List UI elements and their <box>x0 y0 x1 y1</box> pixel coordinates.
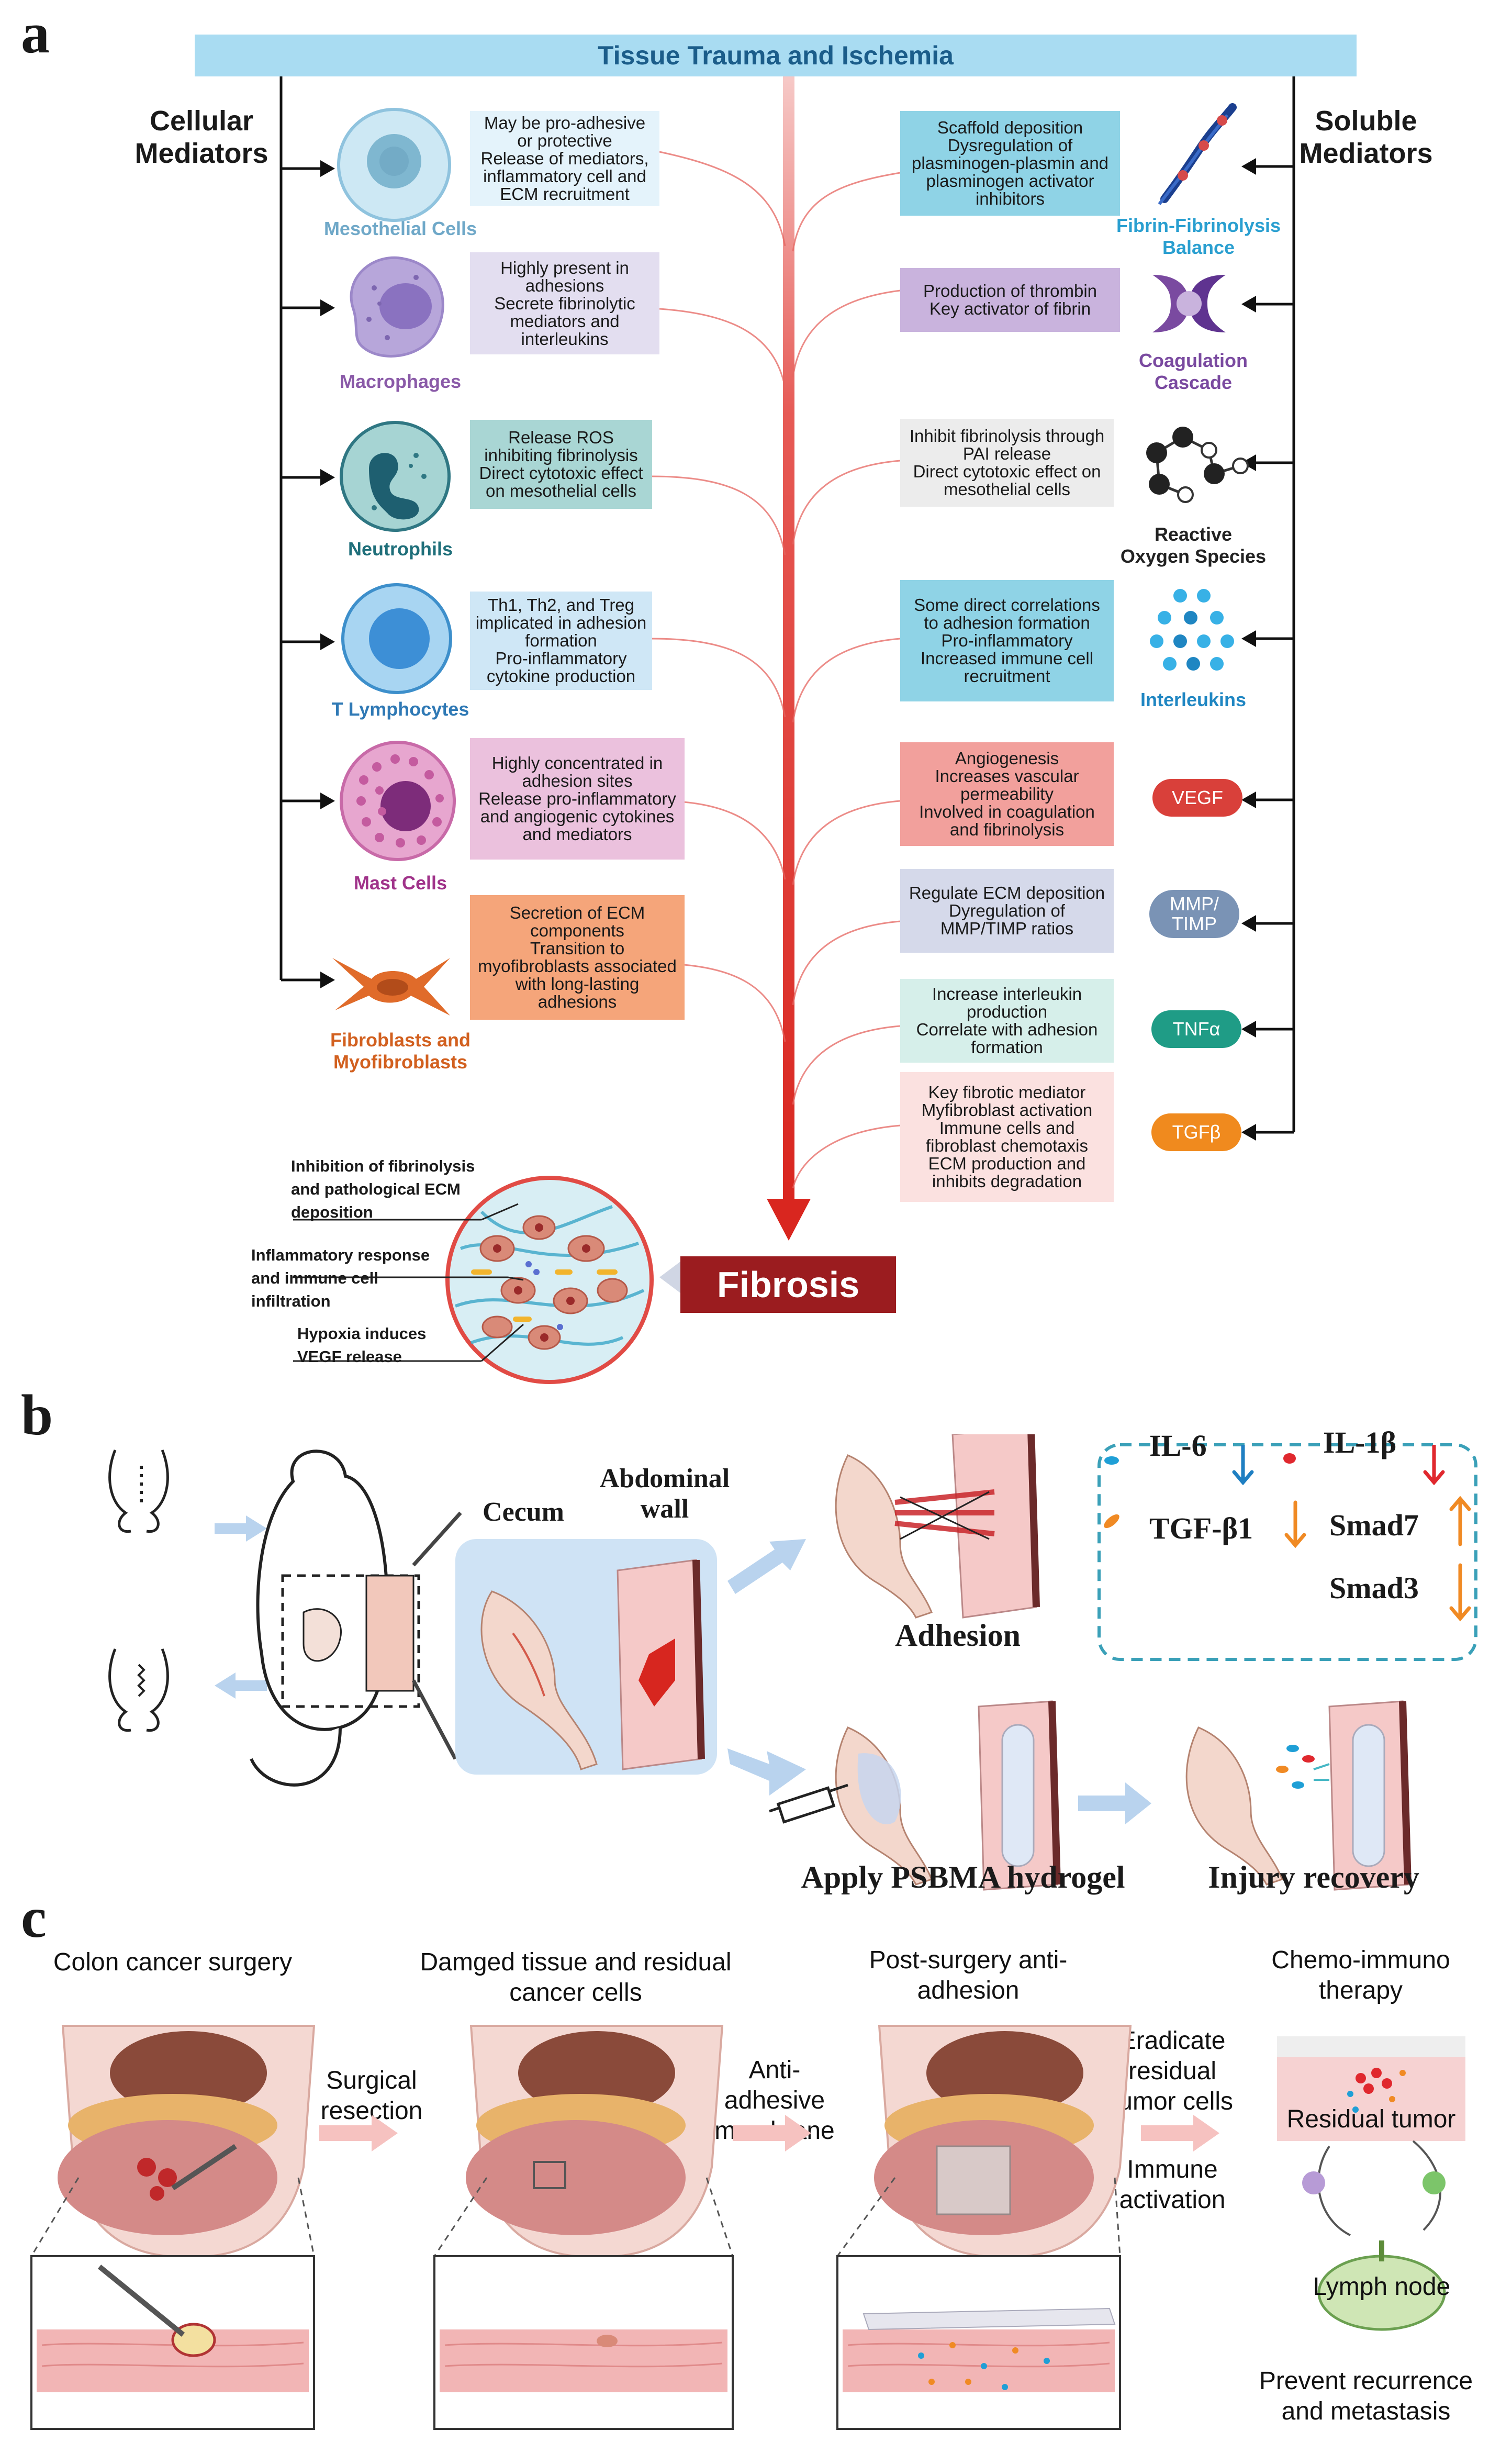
coagulation-desc: Production of thrombin Key activator of … <box>900 268 1120 332</box>
macrophage-icon <box>350 256 444 358</box>
t-lymphocyte-icon <box>341 583 452 694</box>
banner-tissue-trauma: Tissue Trauma and Ischemia <box>195 35 1357 76</box>
panel-c-illustration <box>30 2025 1465 2430</box>
tnfa-pill: TNFα <box>1151 1010 1241 1048</box>
cytokine-markers <box>1104 1445 1471 1622</box>
macrophage-label: Macrophages <box>339 371 462 392</box>
mmp-desc: Regulate ECM deposition Dyregulation of … <box>900 869 1114 953</box>
fibrosis-tissue-inset <box>445 1176 680 1384</box>
neutrophil-icon <box>340 421 451 532</box>
step-3-title: Post-surgery anti- adhesion <box>869 1946 1068 2004</box>
ros-label: Reactive Oxygen Species <box>1120 523 1267 567</box>
step-2-title: Damged tissue and residual cancer cells <box>420 1948 732 2006</box>
tgfb1-label: TGF-β1 <box>1149 1511 1253 1545</box>
neutrophil-label: Neutrophils <box>348 538 453 560</box>
fibroblast-icon <box>332 958 450 1016</box>
panel-b-illustration <box>108 1434 1477 1891</box>
cecum-label: Cecum <box>483 1497 564 1527</box>
reactive-oxygen-molecule-icon <box>1146 427 1249 503</box>
cellular-mediators-title: Cellular Mediators <box>128 105 275 170</box>
t-lymphocyte-label: T Lymphocytes <box>331 698 469 720</box>
tgfb-pill: TGFβ <box>1151 1113 1241 1151</box>
panel-a-connectors <box>279 76 1295 1241</box>
apply-hydrogel-label: Apply PSBMA hydrogel <box>801 1860 1125 1894</box>
coagulation-cascade-icon <box>1152 275 1226 332</box>
inset-pointer-lines <box>293 1203 524 1362</box>
soluble-mediators-title: Soluble Mediators <box>1293 105 1439 170</box>
il6-label: IL-6 <box>1149 1429 1207 1463</box>
tgfb-desc: Key fibrotic mediator Myfibroblast activ… <box>900 1072 1114 1202</box>
inset-label-hypoxia: Hypoxia induces VEGF release <box>297 1324 427 1366</box>
mast-cell-label: Mast Cells <box>353 872 447 894</box>
soluble-title-text: Soluble Mediators <box>1299 105 1433 169</box>
mast-cell-icon <box>340 741 456 861</box>
vegf-desc: Angiogenesis Increases vascular permeabi… <box>900 742 1114 846</box>
fibrosis-box: Fibrosis <box>680 1256 896 1313</box>
il1b-label: IL-1β <box>1323 1425 1397 1459</box>
fibroblast-label: Fibroblasts and Myofibroblasts <box>330 1029 471 1073</box>
interleukins-dots-icon <box>1150 589 1234 671</box>
coagulation-label: Coagulation Cascade <box>1139 350 1248 393</box>
t-lymphocyte-desc: Th1, Th2, and Treg implicated in adhesio… <box>470 592 652 690</box>
inset-label-fibrinolysis: Inhibition of fibrinolysis and pathologi… <box>291 1157 475 1221</box>
step-4-title: Chemo-immuno therapy <box>1271 1946 1450 2004</box>
arrow-label-surgical-resection: Surgical resection <box>320 2067 423 2125</box>
neutrophil-desc: Release ROS inhibiting fibrinolysis Dire… <box>470 420 652 509</box>
interleukins-label: Interleukins <box>1140 689 1247 710</box>
prevent-recurrence-label: Prevent recurrence and metastasis <box>1259 2367 1473 2425</box>
smad3-label: Smad3 <box>1329 1571 1419 1605</box>
mast-cell-desc: Highly concentrated in adhesion sites Re… <box>470 738 685 860</box>
cellular-title-text: Cellular Mediators <box>135 105 268 169</box>
residual-tumor-label: Residual tumor <box>1286 2105 1456 2133</box>
mmp-timp-pill: MMP/ TIMP <box>1149 890 1239 938</box>
fibrin-desc: Scaffold deposition Dysregulation of pla… <box>900 111 1120 216</box>
inset-label-inflammatory: Inflammatory response and immune cell in… <box>251 1246 430 1310</box>
macrophage-desc: Highly present in adhesions Secrete fibr… <box>470 252 659 354</box>
tnfa-desc: Increase interleukin production Correlat… <box>900 979 1114 1063</box>
injury-recovery-label: Injury recovery <box>1208 1860 1419 1894</box>
abdominal-wall-label: Abdominal wall <box>599 1464 730 1524</box>
lymph-node-label: Lymph node <box>1313 2273 1451 2301</box>
immune-activation-label: Immune activation <box>1119 2156 1226 2214</box>
fibrin-strand-icon <box>1158 103 1237 205</box>
fibrin-label: Fibrin-Fibrinolysis Balance <box>1116 215 1281 258</box>
step-1-title: Colon cancer surgery <box>53 1948 293 1976</box>
interleukins-desc: Some direct correlations to adhesion for… <box>900 580 1114 701</box>
panel-a-letter: a <box>21 1 50 65</box>
adhesion-label: Adhesion <box>894 1618 1021 1653</box>
fibroblast-desc: Secretion of ECM components Transition t… <box>470 895 685 1020</box>
mesothelial-cell-icon <box>337 108 451 222</box>
panel-c-letter: c <box>21 1886 47 1949</box>
smad7-label: Smad7 <box>1329 1508 1419 1542</box>
mesothelial-label: Mesothelial Cells <box>323 218 477 239</box>
vegf-pill: VEGF <box>1152 779 1242 817</box>
ros-desc: Inhibit fibrinolysis through PAI release… <box>900 419 1114 507</box>
mesothelial-desc: May be pro-adhesive or protective Releas… <box>470 111 659 206</box>
panel-b-letter: b <box>21 1383 53 1447</box>
